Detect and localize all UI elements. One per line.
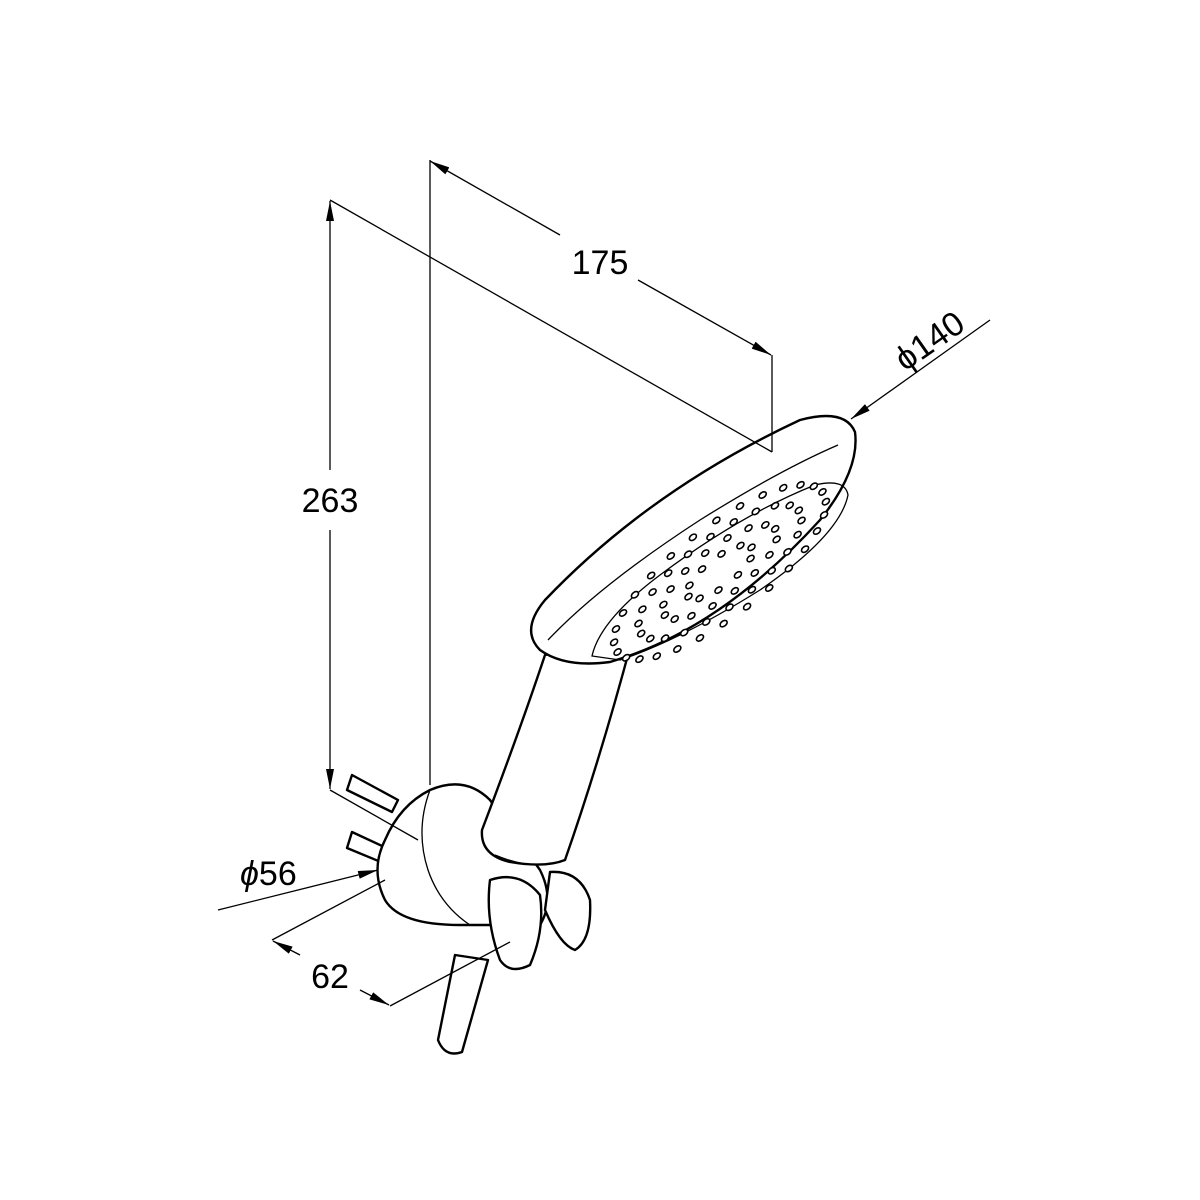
svg-text:ϕ56: ϕ56 [240,855,297,893]
nozzle [695,594,704,603]
dimension-head-diameter: ϕ140 [850,304,991,420]
nozzle [618,608,628,617]
nozzle [747,585,757,594]
nozzle [683,550,693,559]
nozzle [719,619,728,628]
dimension-height: 263 [302,199,773,841]
nozzle [613,648,622,657]
nozzle [666,552,676,561]
nozzle [666,585,675,594]
nozzle [645,634,655,643]
nozzle [747,543,756,552]
nozzle [630,590,640,599]
nozzle [685,581,694,590]
nozzle [751,507,761,516]
nozzle [670,615,680,624]
nozzle [730,586,740,595]
nozzle [663,569,673,578]
nozzle [772,535,781,544]
nozzle [646,571,656,580]
nozzle [812,527,822,536]
nozzle [784,564,794,573]
nozzle [725,603,734,612]
nozzle [760,520,770,529]
nozzle [778,483,788,492]
nozzle [708,601,717,610]
nozzle [750,568,760,577]
nozzle [652,652,662,661]
spray-nozzles [609,480,831,664]
nozzle [783,547,792,556]
nozzle [809,482,819,491]
dimension-holder-diameter: ϕ56 [217,855,379,911]
nozzle [635,655,644,664]
nozzle [733,570,743,579]
nozzle [701,617,711,626]
nozzle [706,532,715,541]
nozzle [736,541,745,550]
nozzle [793,530,802,539]
nozzle [688,533,698,542]
nozzle [742,602,752,611]
nozzle [821,497,831,506]
nozzle [800,545,810,554]
nozzle [746,554,755,563]
nozzle [744,524,753,533]
nozzle [660,634,670,643]
nozzle [697,565,707,574]
nozzle [770,524,780,533]
nozzle [729,518,739,527]
nozzle [796,480,805,489]
nozzle [621,653,631,662]
diameter-symbol: ϕ [240,855,259,893]
nozzle [785,501,795,510]
nozzle [758,490,768,499]
nozzle [636,629,646,638]
nozzle [679,628,689,637]
nozzle [794,506,804,515]
hose [436,953,490,1055]
holder-diameter-label: 56 [259,855,297,893]
reach-dimension-label: 175 [572,244,629,282]
nozzle [634,619,643,628]
nozzle [700,549,710,558]
nozzle [717,549,726,558]
nozzle [764,583,774,592]
nozzle [687,611,696,620]
nozzle [684,592,693,601]
nozzle [648,588,657,597]
nozzle [660,611,670,620]
svg-text:ϕ140: ϕ140 [888,304,972,379]
nozzle [735,502,745,511]
nozzle [723,534,732,543]
nozzle [611,625,621,634]
nozzle [638,605,647,614]
nozzle [695,633,705,642]
height-dimension-label: 263 [302,482,359,520]
nozzle [659,600,668,609]
handle [480,638,634,866]
nozzle [767,566,777,575]
nozzle [818,487,827,496]
dimension-reach: 175 [429,160,773,785]
nozzle [712,516,721,525]
nozzle [672,645,682,654]
holder-depth-label: 62 [311,958,349,996]
nozzle [770,501,780,510]
nozzle [609,638,619,647]
dimension-holder-depth: 62 [271,879,511,1007]
shower-head [530,414,857,665]
nozzle [819,510,829,519]
nozzle [714,586,723,595]
nozzle [797,516,806,525]
nozzle [680,567,690,576]
nozzle [765,550,774,559]
